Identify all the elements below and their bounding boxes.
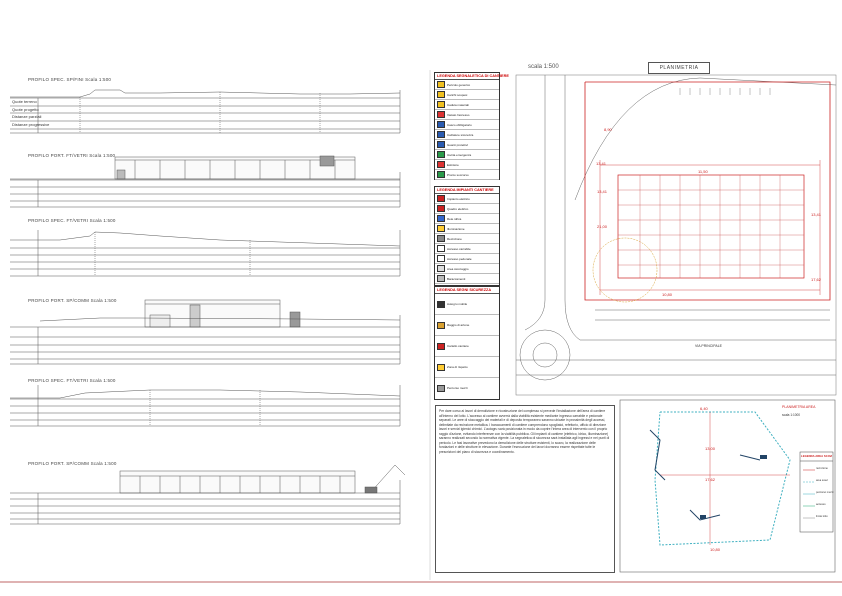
inset-legend-item: accesso xyxy=(816,503,826,506)
inset-dim: 13,00 xyxy=(705,446,716,451)
profile-2 xyxy=(10,155,401,208)
legend-title: LEGENDA SEGNALETICA DI CANTIERE xyxy=(435,74,509,80)
plan-dim: 13,41 xyxy=(596,161,607,166)
plan-dim: 13,41 xyxy=(811,212,822,217)
profile-row-label: Distanze parziali xyxy=(12,114,42,119)
profile-title-3: PROFILO SPEC. FT/VETRI Scala 1:500 xyxy=(28,218,116,223)
profile-6 xyxy=(10,464,406,525)
plan-dim: 8,90 xyxy=(604,127,612,132)
inset-legend-item: limite lotto xyxy=(816,515,828,518)
profile-5 xyxy=(10,385,401,427)
inset-legend-item: recinzione xyxy=(816,467,828,470)
profile-row-label: Quote terreno xyxy=(12,99,37,104)
road-label: VIA PRINCIPALE xyxy=(695,344,722,348)
inset-dim: 6,40 xyxy=(700,406,708,411)
plan-dim: 17,62 xyxy=(811,277,822,282)
profile-title-5: PROFILO SPEC. FT/VETRI Scala 1:500 xyxy=(28,378,116,383)
profile-1 xyxy=(10,89,401,134)
plan-dim: 21,00 xyxy=(597,224,608,229)
legend-segnaletica: LEGENDA SEGNALETICA DI CANTIERE Pericolo… xyxy=(434,72,509,180)
plan-dim: 11,50 xyxy=(698,169,708,174)
inset-dim: 10,80 xyxy=(710,547,721,552)
profile-row-label: Distanze progressive xyxy=(12,122,50,127)
inset-legend-item: percorso mezzi xyxy=(816,491,834,494)
inset-scale: scala 1:1000 xyxy=(782,413,801,417)
inset-plan xyxy=(619,399,836,573)
inset-legend-item: area scavi xyxy=(816,479,828,482)
profile-title-6: PROFILO PORT. SP/COMM Scala 1:500 xyxy=(28,461,117,466)
legend-impianti: LEGENDA IMPIANTI CANTIERE Impianto elett… xyxy=(434,186,500,294)
plan-dim: 13,41 xyxy=(597,189,608,194)
plan-dim: 10,80 xyxy=(662,292,673,297)
profile-title-4: PROFILO PORT. SP/COMM Scala 1:500 xyxy=(28,298,117,303)
profile-3 xyxy=(10,230,401,277)
inset-title: PLANIMETRIA AREA xyxy=(782,405,816,409)
description-text: Per dare corso ai lavori di demolizione … xyxy=(435,405,615,573)
profile-title-2: PROFILO PORT. FT/VETRI Scala 1:500 xyxy=(28,153,116,158)
plan-title: PLANIMETRIA xyxy=(648,62,710,74)
inset-legend-title: LEGENDA AREA SCAVI xyxy=(801,454,833,458)
legend-title: LEGENDA SEGNI SICUREZZA xyxy=(435,287,499,294)
plan-scale: scala 1:500 xyxy=(528,64,559,70)
inset-dim: 17,62 xyxy=(705,477,716,482)
profile-title-1: PROFILO SPEC. SP/FINI Scala 1:500 xyxy=(28,77,112,82)
profile-row-label: Quote progetto xyxy=(12,107,39,112)
legend-sicurezza: LEGENDA SEGNI SICUREZZA Autogru mobile R… xyxy=(434,286,500,400)
inset-legend xyxy=(799,451,834,533)
profile-4 xyxy=(10,299,401,365)
legend-title: LEGENDA IMPIANTI CANTIERE xyxy=(435,187,499,194)
site-plan xyxy=(515,74,837,396)
